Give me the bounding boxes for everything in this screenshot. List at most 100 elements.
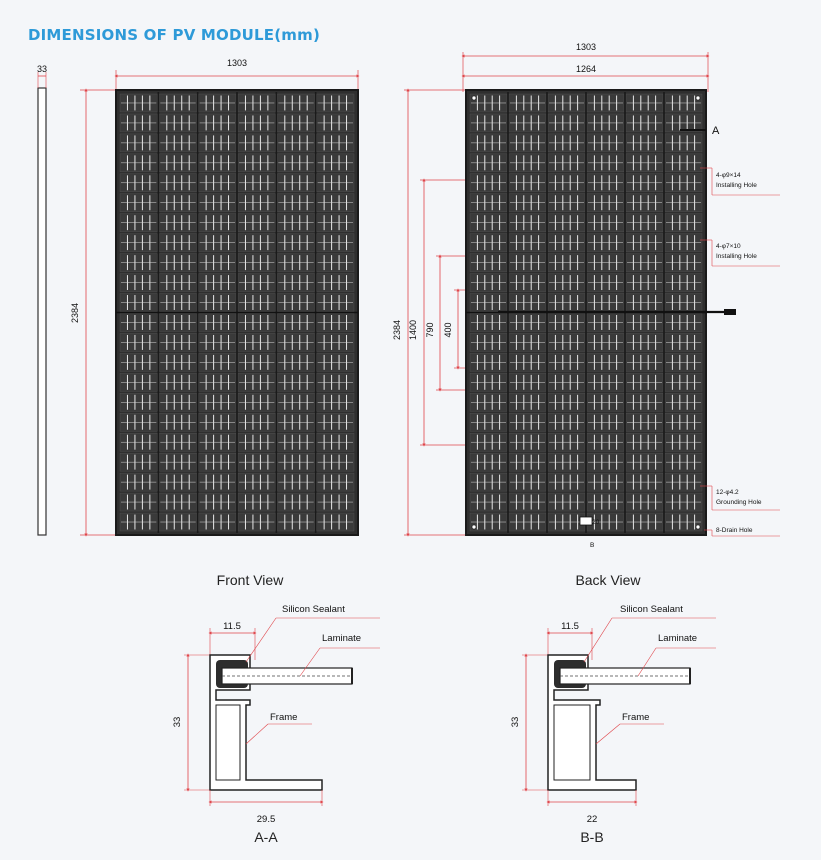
solar-cell [508, 253, 547, 272]
solar-cell [586, 133, 625, 153]
solar-cell [547, 353, 586, 372]
solar-cell [664, 113, 703, 133]
solar-cell [625, 492, 664, 512]
solar-cell [547, 153, 586, 173]
solar-cell [119, 393, 158, 412]
solar-cell [586, 233, 625, 252]
solar-cell [277, 433, 315, 452]
solar-cell [159, 153, 197, 173]
solar-cell [198, 333, 237, 352]
solar-cell [237, 93, 276, 113]
note-grounding-hole-label: Grounding Hole [716, 499, 762, 506]
solar-cell [586, 373, 625, 392]
solar-cell [237, 253, 276, 272]
solar-cell [586, 413, 625, 432]
solar-cell [469, 173, 508, 192]
solar-cell [664, 393, 703, 412]
solar-cell [316, 393, 355, 412]
solar-cell [316, 433, 355, 452]
solar-cell [316, 133, 355, 153]
solar-cell [547, 173, 586, 192]
diagram-title: DIMENSIONS OF PV MODULE(mm) [28, 26, 321, 44]
solar-cell [237, 313, 276, 332]
solar-cell [198, 193, 237, 212]
back-height-790-label: 790 [425, 322, 435, 337]
solar-cell [508, 313, 547, 332]
solar-cell [119, 253, 158, 272]
solar-cell [237, 293, 276, 312]
solar-cell [625, 413, 664, 432]
solar-cell [625, 472, 664, 492]
solar-cell [237, 133, 276, 153]
solar-cell [664, 433, 703, 452]
side-view: 33 [37, 64, 47, 536]
solar-cell [277, 472, 315, 492]
solar-cell [316, 413, 355, 432]
solar-cell [159, 512, 197, 532]
solar-cell [159, 452, 197, 472]
solar-cell [664, 353, 703, 372]
solar-cell [159, 93, 197, 113]
solar-cell [237, 512, 276, 532]
solar-cell [159, 293, 197, 312]
solar-cell [237, 333, 276, 352]
solar-cell [547, 293, 586, 312]
solar-cell [237, 492, 276, 512]
solar-cell [664, 213, 703, 232]
solar-cell [625, 452, 664, 472]
section-bb-top-dim: 11.5 [561, 621, 579, 632]
solar-cell [547, 273, 586, 292]
solar-cell [277, 452, 315, 472]
solar-cell [277, 492, 315, 512]
solar-cell [277, 173, 315, 192]
section-a-marker-label: A [712, 125, 720, 137]
solar-cell [508, 512, 547, 532]
solar-cell [198, 353, 237, 372]
solar-cell [469, 333, 508, 352]
solar-cell [625, 273, 664, 292]
solar-cell [159, 313, 197, 332]
solar-cell [586, 273, 625, 292]
solar-cell [547, 313, 586, 332]
solar-cell [237, 233, 276, 252]
solar-cell [508, 393, 547, 412]
solar-cell [664, 193, 703, 212]
solar-cell [119, 433, 158, 452]
back-height-overall-label: 2384 [392, 320, 402, 340]
solar-cell [198, 512, 237, 532]
solar-cell [277, 313, 315, 332]
solar-cell [198, 393, 237, 412]
solar-cell [277, 113, 315, 133]
solar-cell [469, 353, 508, 372]
solar-cell [277, 373, 315, 392]
section-bb-label: B-B [580, 829, 603, 845]
section-aa-height-dim: 33 [172, 717, 183, 728]
solar-cell [664, 452, 703, 472]
solar-cell [508, 293, 547, 312]
solar-cell [508, 492, 547, 512]
section-bb-frame-label: Frame [622, 712, 649, 723]
solar-cell [508, 93, 547, 113]
solar-cell [316, 253, 355, 272]
solar-cell [237, 353, 276, 372]
solar-cell [316, 492, 355, 512]
solar-cell [198, 452, 237, 472]
solar-cell [159, 492, 197, 512]
solar-cell [277, 93, 315, 113]
solar-cell [664, 93, 703, 113]
solar-cell [277, 293, 315, 312]
solar-cell [508, 413, 547, 432]
solar-cell [277, 273, 315, 292]
solar-cell [664, 173, 703, 192]
solar-cell [547, 113, 586, 133]
solar-cell [316, 313, 355, 332]
solar-cell [119, 293, 158, 312]
solar-cell [625, 113, 664, 133]
solar-cell [586, 313, 625, 332]
solar-cell [198, 93, 237, 113]
solar-cell [469, 253, 508, 272]
solar-cell [119, 512, 158, 532]
section-bb-laminate-label: Laminate [658, 633, 697, 644]
solar-cell [586, 173, 625, 192]
mounting-hole [471, 524, 477, 530]
